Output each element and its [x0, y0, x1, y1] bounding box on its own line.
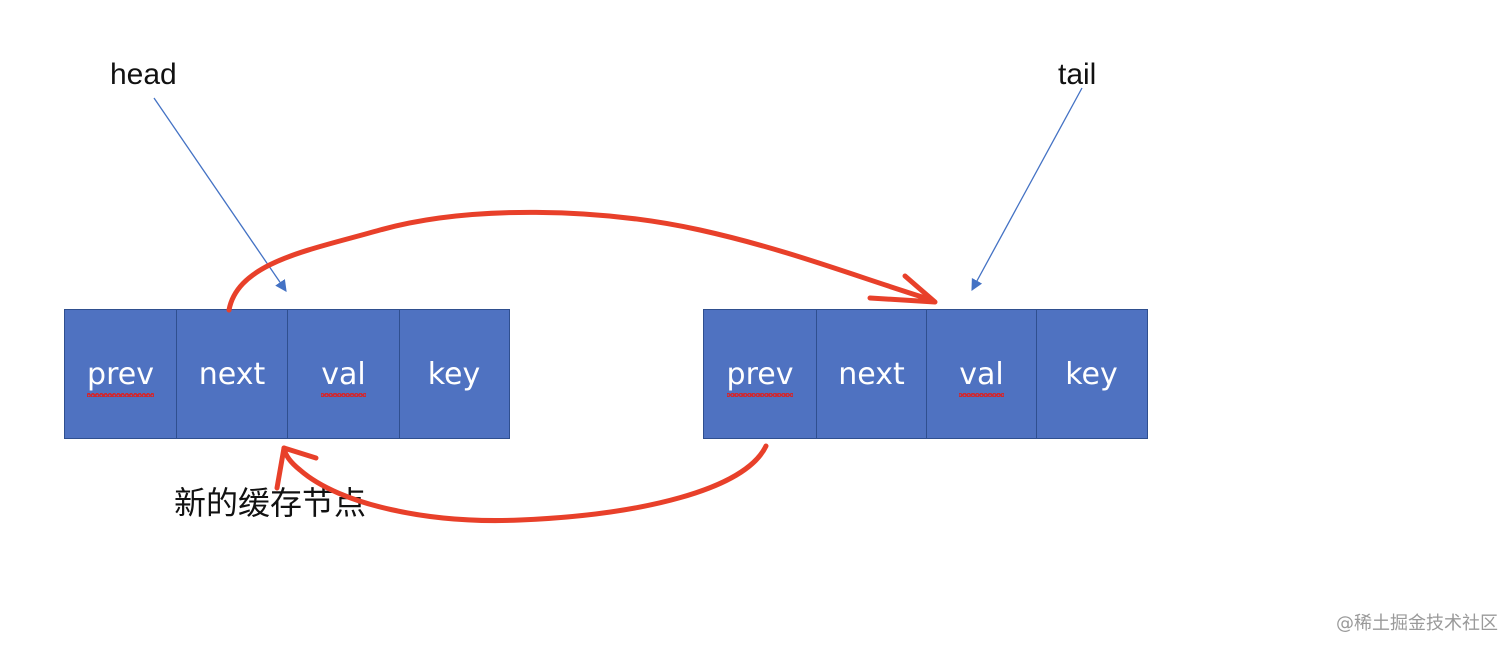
- head-label: head: [110, 58, 177, 91]
- field-next-label: next: [198, 356, 266, 392]
- field-prev: prev: [65, 310, 177, 438]
- field-val: val: [288, 310, 400, 438]
- field-next: next: [817, 310, 927, 438]
- field-key: key: [1037, 310, 1146, 438]
- field-val-label: val: [959, 356, 1004, 392]
- spellcheck-underline: [726, 392, 794, 397]
- tail-pointer-arrow: [971, 87, 1083, 292]
- field-prev-label: prev: [87, 356, 154, 392]
- field-val-label: val: [321, 356, 366, 392]
- field-next: next: [177, 310, 288, 438]
- field-next-label: next: [838, 356, 905, 392]
- spellcheck-underline: [959, 392, 1004, 397]
- next-link-arrow: [226, 209, 935, 313]
- tail-label: tail: [1058, 58, 1097, 91]
- field-key-label: key: [1065, 356, 1118, 392]
- new-cache-node-caption: 新的缓存节点: [174, 484, 367, 522]
- field-prev-label: prev: [726, 356, 794, 392]
- field-val: val: [927, 310, 1037, 438]
- spellcheck-underline: [87, 392, 154, 397]
- spellcheck-underline: [321, 392, 366, 397]
- next-link-arrowhead: [867, 273, 938, 305]
- head-pointer-arrow: [153, 97, 287, 292]
- field-prev: prev: [704, 310, 817, 438]
- field-key: key: [400, 310, 508, 438]
- node-tail: prev next val key: [703, 309, 1148, 439]
- field-key-label: key: [427, 356, 481, 392]
- node-new-cache: prev next val key: [64, 309, 510, 439]
- watermark-text: @稀土掘金技术社区: [1336, 613, 1498, 634]
